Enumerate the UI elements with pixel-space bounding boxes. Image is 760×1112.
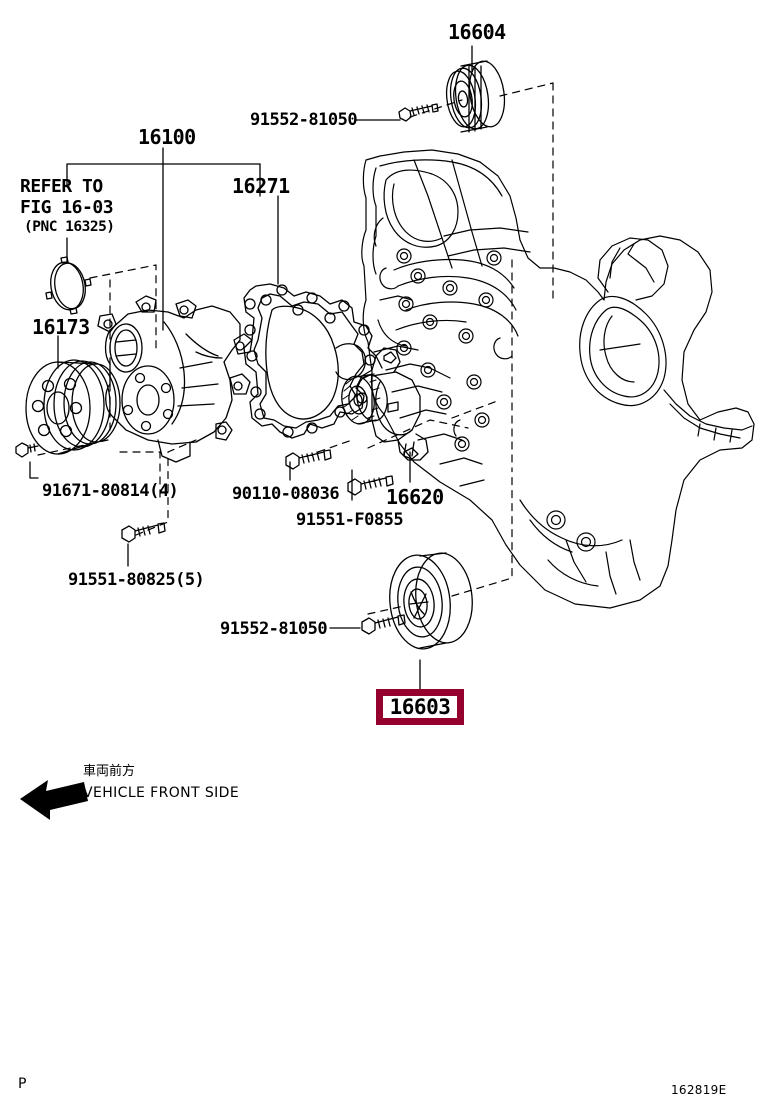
callout-91551-80825: 91551-80825(5) [68, 570, 205, 590]
engine-timing-cover [361, 149, 755, 609]
vehicle-front-label-en: VEHICLE FRONT SIDE [83, 785, 240, 801]
part-16173-crank-pulley [15, 359, 121, 458]
leader-lines [29, 45, 473, 690]
highlighted-part-number: 16603 [389, 695, 451, 719]
callout-91671-80814: 91671-80814(4) [42, 481, 179, 501]
callout-91552-81050-bottom: 91552-81050 [220, 619, 328, 639]
callout-refer-to-fig: REFER TO FIG 16-03 [20, 176, 114, 218]
part-16271-gasket [243, 283, 377, 439]
page-marker: P [18, 1076, 27, 1092]
callout-16100: 16100 [138, 125, 196, 149]
part-91551-80825-bolt [121, 522, 166, 543]
part-16100-water-pump [97, 295, 253, 463]
callout-90110-08036: 90110-08036 [232, 484, 340, 504]
figure-code: 162819E [671, 1083, 727, 1097]
part-16620-tensioner [285, 347, 429, 496]
callout-16271: 16271 [232, 174, 290, 198]
part-16325-seal [45, 256, 92, 315]
callout-16620: 16620 [386, 485, 444, 509]
vehicle-front-arrow [20, 780, 88, 820]
part-16603-idler-pulley [361, 552, 473, 650]
part-16604-pulley [398, 60, 506, 133]
highlighted-part-16603[interactable]: 16603 [376, 689, 464, 725]
callout-91551-F0855: 91551-F0855 [296, 510, 404, 530]
callout-16604: 16604 [448, 20, 506, 44]
callout-91552-81050-top: 91552-81050 [250, 110, 358, 130]
vehicle-front-label-jp: 車両前方 [83, 764, 136, 779]
callout-pnc-16325: (PNC 16325) [24, 219, 115, 235]
callout-16173: 16173 [32, 315, 90, 339]
